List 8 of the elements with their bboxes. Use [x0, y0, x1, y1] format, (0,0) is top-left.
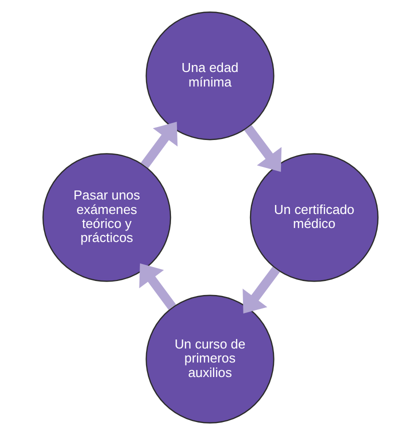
node-circle: Pasar unos exámenes teórico y prácticos [42, 153, 171, 282]
node-circle: Un certificado médico [249, 153, 378, 282]
arrow [138, 263, 176, 310]
arrow [242, 266, 280, 314]
arrow [140, 122, 178, 168]
arrow [244, 124, 282, 172]
node-circle: Un curso de primeros auxilios [145, 294, 274, 424]
node-circle: Una edad mínima [145, 12, 274, 140]
